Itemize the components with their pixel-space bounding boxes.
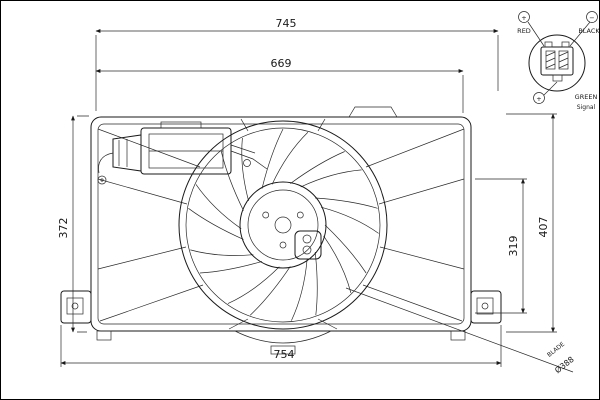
shroud-frame (90, 106, 472, 355)
dim-label-372: 372 (57, 218, 70, 239)
dim-label-319: 319 (507, 236, 520, 257)
dim-label-745: 745 (276, 17, 297, 30)
harness-lines (230, 144, 268, 170)
signal-plus-icon: + (536, 95, 541, 103)
minus-icon: − (589, 14, 594, 22)
signal-terminal-icon: + (533, 92, 545, 104)
dim-label-754: 754 (274, 348, 295, 361)
shroud-struts (97, 118, 465, 330)
dimension-669: 669 (95, 57, 464, 113)
green-wire-label: GREEN (575, 93, 598, 101)
blade-label: BLADE (546, 341, 566, 359)
red-wire-label: RED (517, 27, 531, 35)
dimension-754: 754 (60, 325, 502, 367)
dimension-407: 407 (506, 113, 557, 333)
wiring-connector (97, 134, 142, 185)
controller-module (97, 121, 268, 185)
dimension-745: 745 (95, 17, 499, 111)
mounting-bracket-left (60, 290, 92, 324)
dimension-372: 372 (57, 115, 89, 333)
dim-label-669: 669 (271, 57, 292, 70)
connector-detail: + − + RED BLACK GREEN Signal (517, 11, 600, 111)
signal-label: Signal (577, 104, 596, 111)
positive-terminal-icon: + (518, 11, 530, 23)
dim-label-407: 407 (537, 217, 550, 238)
connector-housing (540, 41, 574, 82)
black-wire-label: BLACK (578, 27, 600, 35)
motor-terminal-box (294, 230, 322, 260)
blade-diameter-callout: BLADE Ø388 (345, 287, 576, 375)
fan-ring (178, 120, 388, 330)
fan-blades (188, 128, 379, 321)
fan-hub (239, 181, 327, 269)
plus-icon: + (521, 14, 526, 22)
dimension-319: 319 (475, 178, 527, 314)
mounting-bracket-right (470, 290, 502, 324)
negative-terminal-icon: − (586, 11, 598, 23)
